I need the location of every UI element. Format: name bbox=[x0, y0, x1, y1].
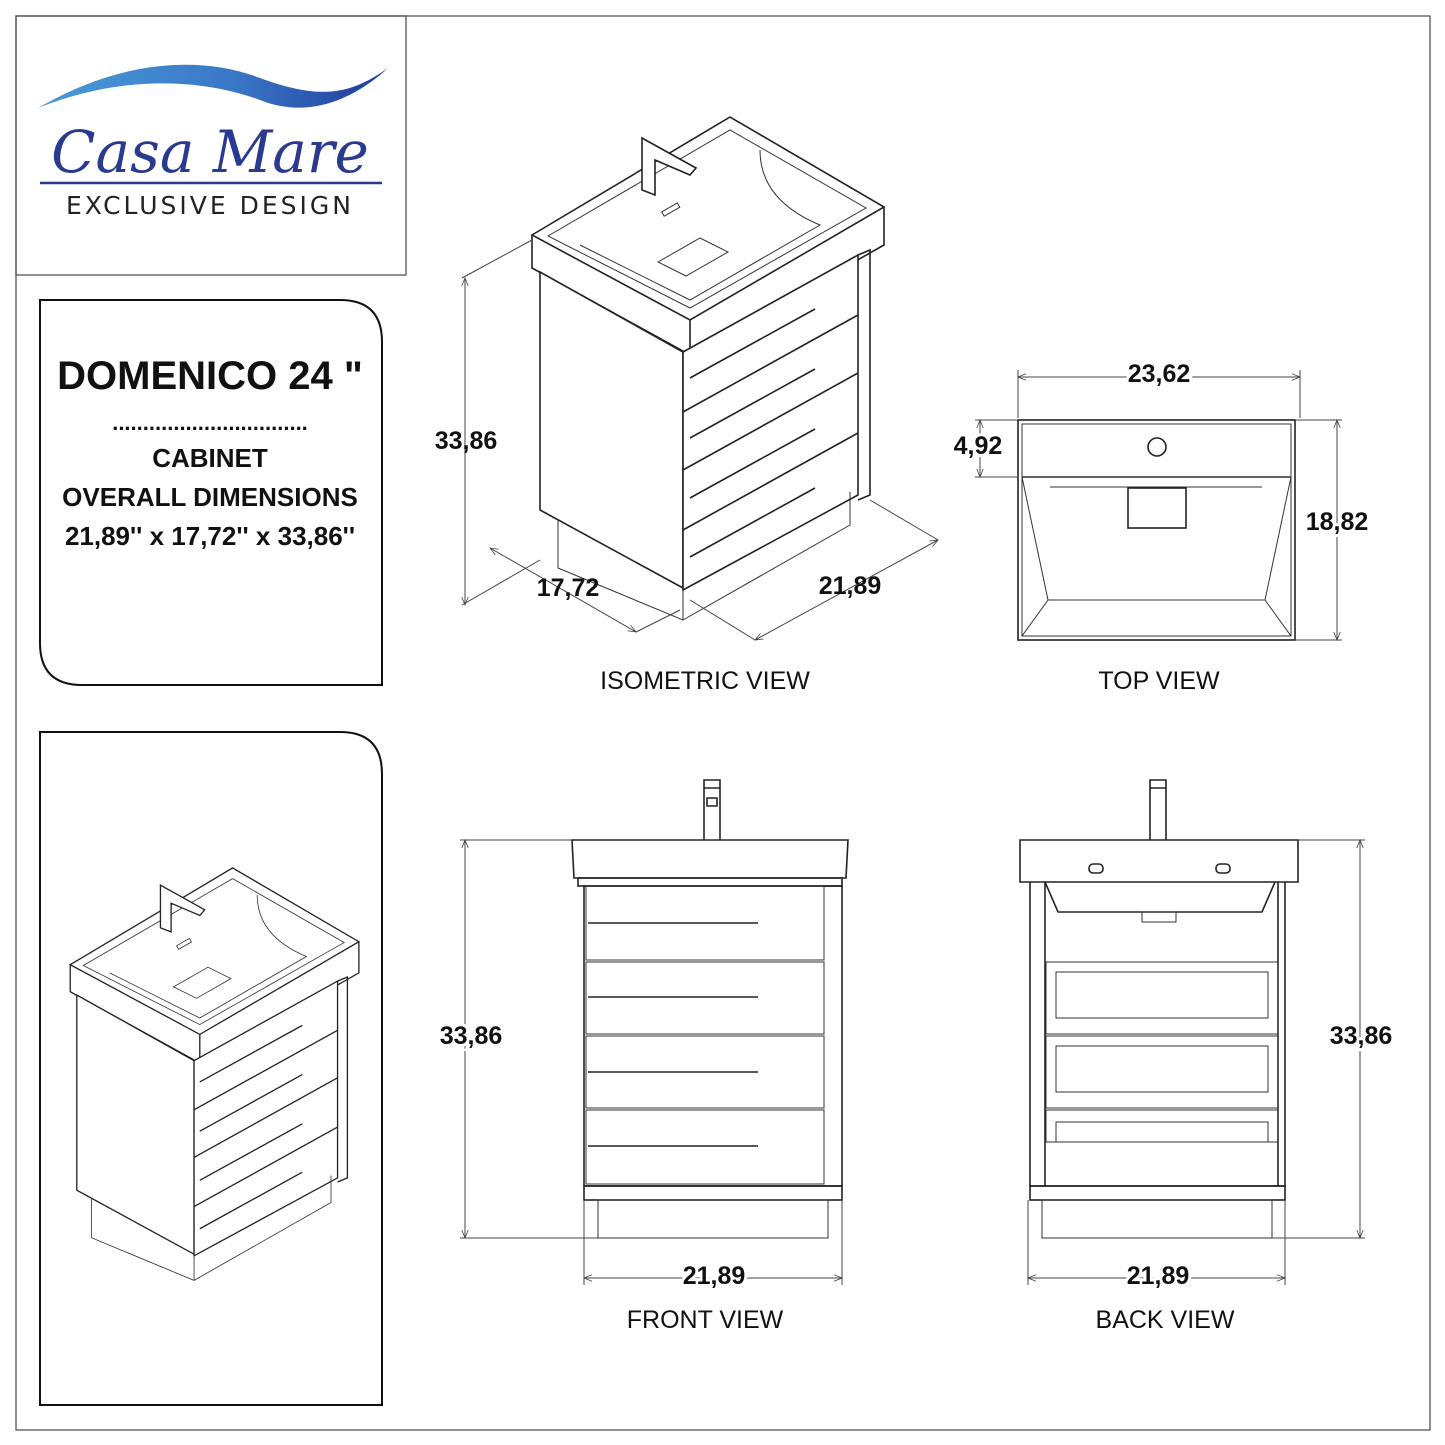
wave-icon bbox=[38, 64, 388, 108]
back-width-label: 21,89 bbox=[1127, 1262, 1190, 1290]
isometric-view-caption: ISOMETRIC VIEW bbox=[600, 667, 810, 695]
product-image-box bbox=[39, 731, 383, 1406]
product-name: DOMENICO 24 " bbox=[57, 354, 363, 398]
dims-heading: OVERALL DIMENSIONS bbox=[62, 482, 358, 512]
separator: ................................ bbox=[112, 410, 308, 435]
faucet-icon bbox=[1149, 779, 1167, 840]
isometric-view: 33,86 17,72 21,89 ISOMETRIC VIEW bbox=[435, 116, 939, 695]
front-view-caption: FRONT VIEW bbox=[627, 1306, 784, 1334]
front-view: 33,86 21,89 FRONT VIEW bbox=[437, 779, 849, 1334]
iso-depth-label: 17,72 bbox=[537, 574, 600, 602]
product-image bbox=[69, 867, 360, 1282]
faucet-icon bbox=[703, 779, 721, 840]
iso-height-label: 33,86 bbox=[435, 427, 498, 455]
top-view-caption: TOP VIEW bbox=[1098, 667, 1220, 695]
front-height-label: 33,86 bbox=[440, 1022, 503, 1050]
top-width-label: 23,62 bbox=[1128, 360, 1191, 388]
top-depth-label: 18,82 bbox=[1306, 508, 1369, 536]
front-width-label: 21,89 bbox=[683, 1262, 746, 1290]
brand-name: Casa Mare bbox=[51, 118, 369, 186]
brand-logo: Casa Mare EXCLUSIVE DESIGN bbox=[38, 64, 388, 220]
brand-tagline: EXCLUSIVE DESIGN bbox=[66, 191, 354, 220]
drain bbox=[1127, 487, 1187, 529]
overall-dimensions: 21,89'' x 17,72'' x 33,86'' bbox=[65, 521, 355, 551]
logo-box bbox=[15, 15, 407, 276]
faucet-hole bbox=[1147, 437, 1167, 457]
top-rim-label: 4,92 bbox=[954, 432, 1003, 460]
back-view-caption: BACK VIEW bbox=[1096, 1306, 1235, 1334]
back-view: 33,86 21,89 BACK VIEW bbox=[1019, 779, 1395, 1334]
product-type: CABINET bbox=[152, 443, 268, 473]
iso-width-label: 21,89 bbox=[819, 572, 882, 600]
product-info-box bbox=[39, 299, 383, 686]
top-view: 23,62 4,92 18,82 TOP VIEW bbox=[951, 357, 1372, 695]
back-height-label: 33,86 bbox=[1330, 1022, 1393, 1050]
page-border bbox=[15, 15, 1431, 1431]
